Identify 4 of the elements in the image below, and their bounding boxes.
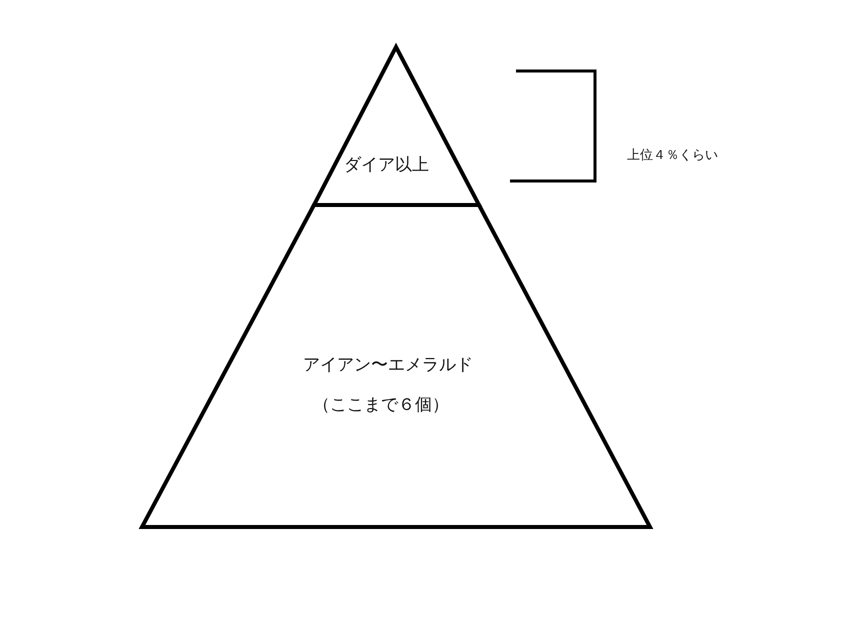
- tier-label: ダイア以上: [344, 154, 429, 176]
- tier-label: アイアン〜エメラルド: [303, 354, 473, 376]
- tier-label: （ここまで６個）: [313, 394, 449, 416]
- bracket-note: 上位４％くらい: [627, 147, 718, 164]
